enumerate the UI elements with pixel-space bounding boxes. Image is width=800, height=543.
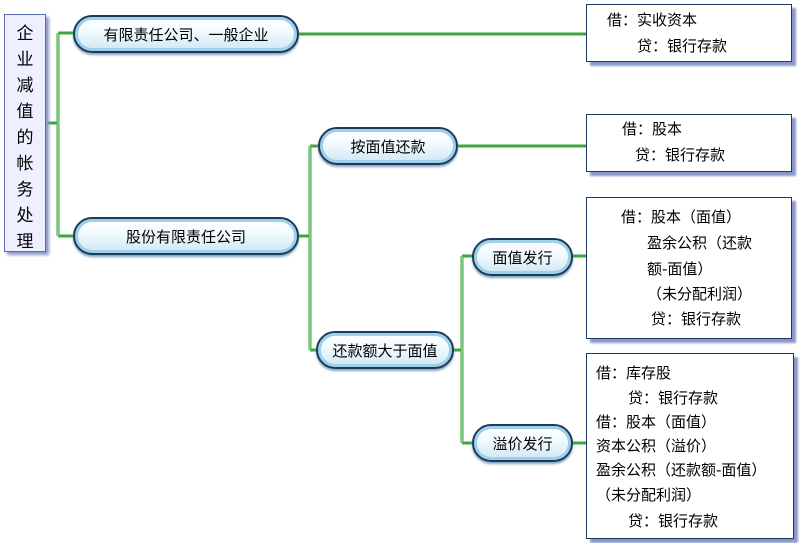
entry-line: 借：股本（面值） (596, 413, 717, 431)
entry-par-issue: 借：股本（面值） 盈余公积（还款 额-面值） （未分配利润） 贷：银行存款 (586, 197, 792, 339)
root-node: 企业减值的帐务处理 (4, 14, 46, 252)
entry-line: 贷：银行存款 (651, 310, 742, 328)
entry-par-repay: 借：股本 贷：银行存款 (586, 114, 792, 172)
node-above-par-label: 还款额大于面值 (332, 341, 438, 360)
entry-premium-issue: 借：库存股 贷：银行存款 借：股本（面值） 资本公积（溢价） 盈余公积（还款额-… (586, 353, 794, 539)
entry-line: 贷：银行存款 (628, 512, 719, 530)
entry-line: 贷：银行存款 (628, 389, 719, 407)
entry-llc: 借：实收资本 贷：银行存款 (586, 4, 792, 62)
node-premium-issue-label: 溢价发行 (492, 434, 553, 453)
node-par-issue-label: 面值发行 (492, 248, 553, 267)
entry-line: 资本公积（溢价） (596, 437, 717, 455)
node-jsc-label: 股份有限责任公司 (125, 227, 246, 246)
entry-line: 盈余公积（还款额-面值） (596, 461, 767, 479)
entry-line: 额-面值） (647, 260, 713, 278)
entry-line: （未分配利润） (647, 285, 753, 303)
node-par-repay-label: 按面值还款 (350, 137, 426, 156)
entry-line: 借：股本（面值） (621, 208, 742, 226)
node-llc-label: 有限责任公司、一般企业 (103, 25, 269, 44)
root-label: 企业减值的帐务处理 (16, 24, 34, 252)
node-premium-issue: 溢价发行 (472, 424, 573, 462)
entry-line: 借：股本 (622, 120, 683, 138)
node-jsc: 股份有限责任公司 (73, 217, 299, 255)
node-above-par: 还款额大于面值 (316, 331, 454, 369)
entry-line: （未分配利润） (596, 486, 702, 504)
node-llc: 有限责任公司、一般企业 (73, 15, 299, 53)
entry-line: 贷：银行存款 (637, 37, 728, 55)
entry-line: 贷：银行存款 (635, 146, 726, 164)
entry-line: 借：实收资本 (607, 11, 698, 29)
entry-line: 盈余公积（还款 (647, 234, 753, 252)
entry-line: 借：库存股 (596, 364, 672, 382)
node-par-repay: 按面值还款 (318, 127, 458, 165)
node-par-issue: 面值发行 (472, 238, 573, 276)
